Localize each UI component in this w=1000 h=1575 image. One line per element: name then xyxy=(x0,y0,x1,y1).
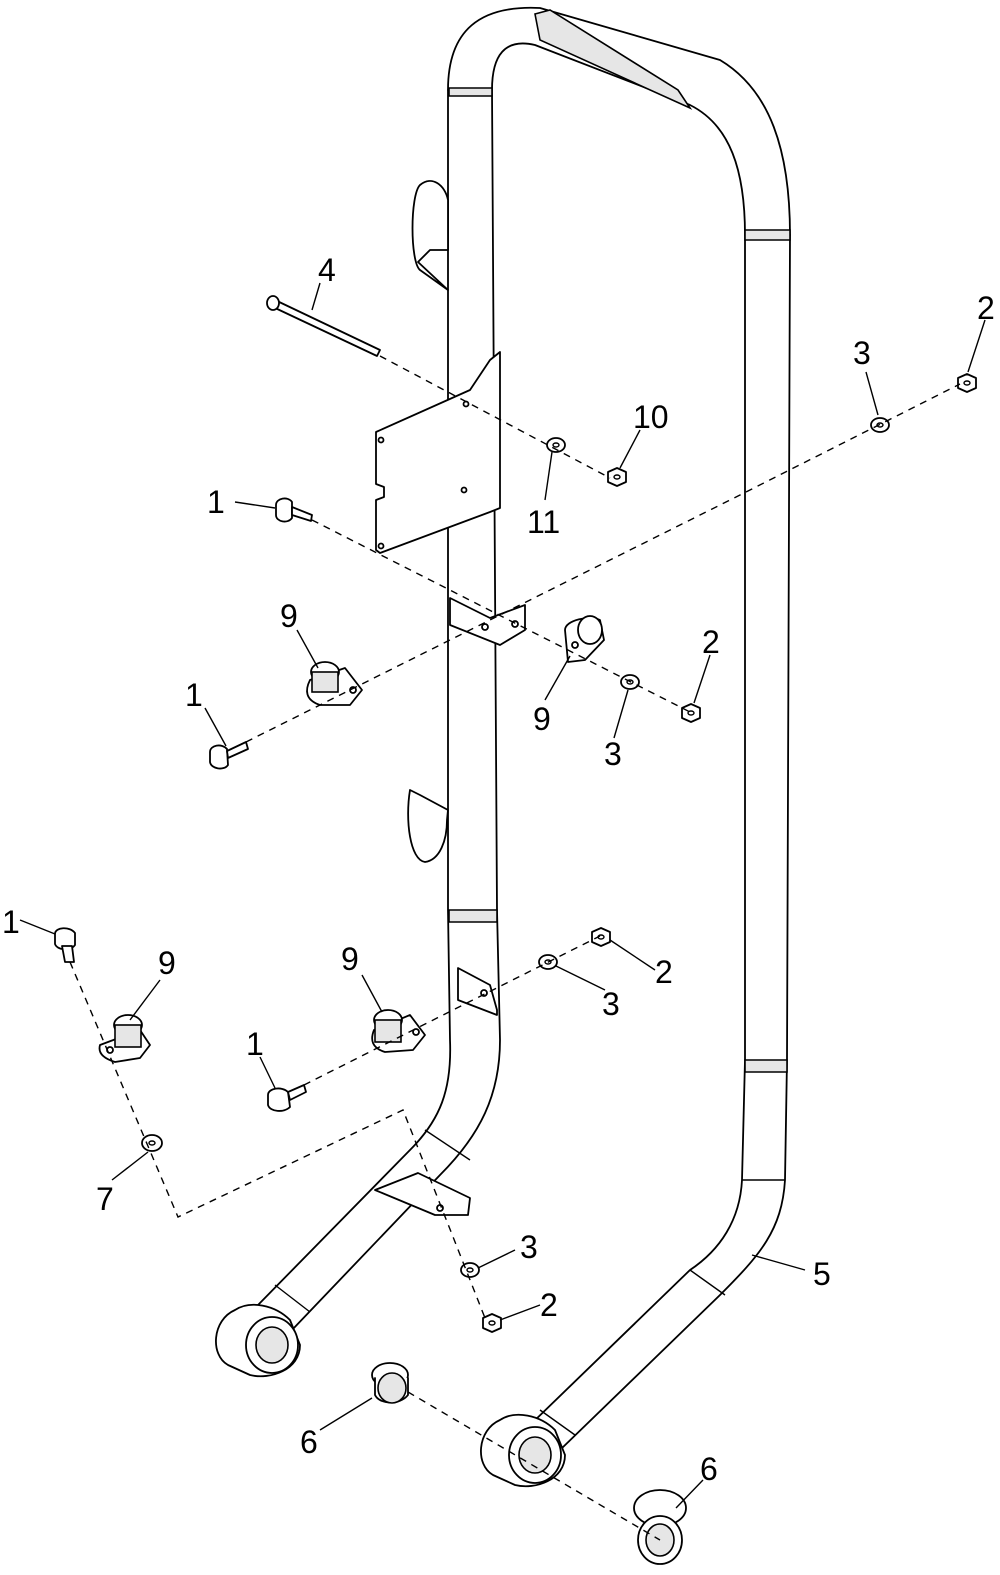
mid-tab-hole xyxy=(481,623,489,631)
bolt-far-left xyxy=(54,927,76,963)
clamp-mid-left xyxy=(306,661,363,706)
leader-lines xyxy=(19,282,986,1509)
callout-3: 3 xyxy=(853,335,871,371)
nut-10 xyxy=(607,467,627,487)
callout-9: 9 xyxy=(533,701,551,737)
callout-1: 1 xyxy=(246,1026,264,1062)
callout-6: 6 xyxy=(700,1451,718,1487)
clamp-lower-center xyxy=(371,1009,426,1053)
lower-hook-bracket xyxy=(407,789,449,863)
frame-band-line xyxy=(539,1409,576,1436)
frame-left-upright xyxy=(257,89,501,1331)
left-foot-bushing-housing xyxy=(215,1303,301,1378)
tube-frame xyxy=(257,6,791,1451)
callout-1: 1 xyxy=(2,904,20,940)
plate-hole xyxy=(377,542,385,550)
frame-band xyxy=(448,909,498,923)
foot-tab-hole xyxy=(436,1204,444,1212)
callout-9: 9 xyxy=(341,941,359,977)
washer-11 xyxy=(546,437,566,453)
clamp-mid-right xyxy=(564,615,605,663)
callout-9: 9 xyxy=(280,598,298,634)
callout-11: 11 xyxy=(527,504,560,540)
frame-top-arch xyxy=(447,6,791,236)
frame-band-line xyxy=(689,1269,726,1296)
callout-3: 3 xyxy=(604,736,622,772)
callout-2: 2 xyxy=(540,1287,558,1323)
nut-bottom xyxy=(482,1313,502,1333)
callout-3: 3 xyxy=(602,986,620,1022)
bolt-mid-left xyxy=(209,741,249,770)
frame-band-line xyxy=(274,1284,311,1313)
callout-9: 9 xyxy=(158,945,176,981)
clamp-lower-left xyxy=(98,1014,151,1063)
callout-4: 4 xyxy=(318,252,336,288)
callout-2: 2 xyxy=(977,290,995,326)
frame-band xyxy=(448,87,493,97)
callout-2: 2 xyxy=(702,624,720,660)
foot-tab-bracket xyxy=(374,1172,471,1216)
frame-band xyxy=(534,9,693,110)
callout-1: 1 xyxy=(207,484,225,520)
callout-3: 3 xyxy=(520,1229,538,1265)
bolt-upper xyxy=(275,497,313,523)
washer-bottom xyxy=(460,1262,480,1278)
callout-2: 2 xyxy=(655,954,673,990)
nut-lower-right xyxy=(591,927,611,947)
callout-6: 6 xyxy=(300,1424,318,1460)
callout-5: 5 xyxy=(813,1256,831,1292)
washer-7 xyxy=(141,1134,163,1152)
plate-hole xyxy=(377,436,385,444)
frame-band xyxy=(744,1059,788,1073)
nut-mid-right xyxy=(681,703,701,723)
callout-10: 10 xyxy=(633,399,669,435)
frame-band xyxy=(744,229,791,241)
callout-7: 7 xyxy=(96,1181,114,1217)
bushing-right xyxy=(633,1489,687,1565)
mid-tab-bracket xyxy=(449,597,526,646)
mounting-plate xyxy=(375,351,501,554)
plate-hole xyxy=(460,486,468,494)
frame-right-upright xyxy=(529,234,791,1451)
bushing-left xyxy=(371,1362,409,1404)
callout-1: 1 xyxy=(185,677,203,713)
bolt-lower xyxy=(267,1084,307,1112)
assembly-lines xyxy=(69,355,961,1541)
frame-band-line xyxy=(424,1129,471,1161)
nut-top-right xyxy=(957,373,977,393)
callout-labels: 4 2 3 10 1 11 9 2 1 9 3 1 9 9 2 3 1 7 3 … xyxy=(2,252,995,1487)
upper-hook-bracket xyxy=(411,180,449,291)
pin-rod xyxy=(266,295,381,357)
right-foot-bushing-housing xyxy=(480,1413,566,1488)
